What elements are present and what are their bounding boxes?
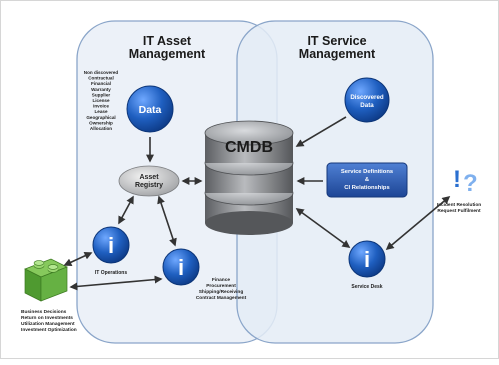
info-glyph: i — [108, 233, 114, 258]
attr-line: License — [92, 98, 110, 103]
attr-line: Warranty — [91, 87, 111, 92]
data-label: Data — [139, 104, 162, 116]
finance-line: Finance — [212, 277, 230, 283]
data-circle-icon — [126, 85, 174, 133]
finance-label: FinanceProcurementShipping/ReceivingCont… — [196, 277, 247, 301]
attr-line: Invoice — [93, 104, 109, 109]
info-icon — [92, 226, 130, 264]
discovered-label-line2: Data — [360, 102, 374, 109]
service-def-line2: & — [365, 177, 369, 183]
asset-registry-node — [118, 165, 180, 197]
attr-line: Supplier — [92, 92, 111, 97]
service-def-line1: Service Definitions — [341, 169, 393, 175]
svg-text:?: ? — [463, 170, 478, 197]
info-glyph: i — [364, 247, 370, 272]
asset-registry-line2: Registry — [135, 182, 163, 189]
arrow-registry-itops — [118, 195, 134, 225]
discovered-data-circle-icon — [344, 77, 390, 123]
cmdb-label: CMDB — [225, 139, 273, 156]
arrow-itops-block — [63, 252, 93, 266]
arrow-servicedesk-incident — [385, 195, 451, 251]
attr-line: Financial — [91, 81, 111, 86]
attr-line: Non discovered — [84, 70, 119, 75]
svg-text:!: ! — [453, 166, 461, 193]
incident-line: Incident Resolution — [437, 202, 482, 208]
info-icon — [348, 240, 386, 278]
data-attribute-list: Non discoveredContractualFinancialWarran… — [84, 70, 119, 131]
finance-line: Contract Management — [196, 295, 247, 301]
business-line: Return on Investments — [21, 315, 73, 321]
service-title-line1: IT Service — [307, 34, 366, 48]
service-title-line2: Management — [299, 47, 376, 61]
info-icon — [162, 248, 200, 286]
attr-line: Geographical — [86, 115, 115, 120]
service-desk-label: Service Desk — [351, 284, 382, 290]
finance-line: Shipping/Receiving — [199, 289, 244, 295]
arrow-registry-finance — [157, 195, 177, 247]
finance-line: Procurement — [206, 283, 236, 289]
arrow-block-finance — [69, 275, 163, 291]
attr-line: Contractual — [88, 76, 114, 81]
incident-line: Request Fulfilment — [437, 208, 481, 214]
arrow-cmdb-servicedesk — [295, 208, 351, 248]
discovered-label-line1: Discovered — [350, 94, 384, 101]
service-definitions-box — [326, 162, 408, 198]
business-line: Investment Optimization — [21, 327, 77, 333]
business-line: Utilization Management — [21, 321, 75, 327]
question-exclamation-icon: ! ? — [453, 166, 478, 197]
lego-block-icon — [24, 258, 68, 302]
asset-title-line1: IT Asset — [143, 34, 192, 48]
it-operations-label: IT Operations — [95, 270, 127, 276]
business-line: Business Decisions — [21, 309, 67, 315]
asset-registry-line1: Asset — [139, 174, 159, 181]
asset-title-line2: Management — [129, 47, 206, 61]
attr-line: Allocation — [90, 126, 112, 131]
attr-line: Ownership — [89, 120, 113, 125]
service-def-line3: CI Relationships — [344, 185, 389, 191]
info-glyph: i — [178, 255, 184, 280]
arrow-discovered-cmdb — [295, 116, 347, 147]
database-cylinder-icon — [204, 120, 294, 235]
attr-line: Lease — [94, 109, 107, 114]
connector-arrows — [63, 116, 451, 291]
